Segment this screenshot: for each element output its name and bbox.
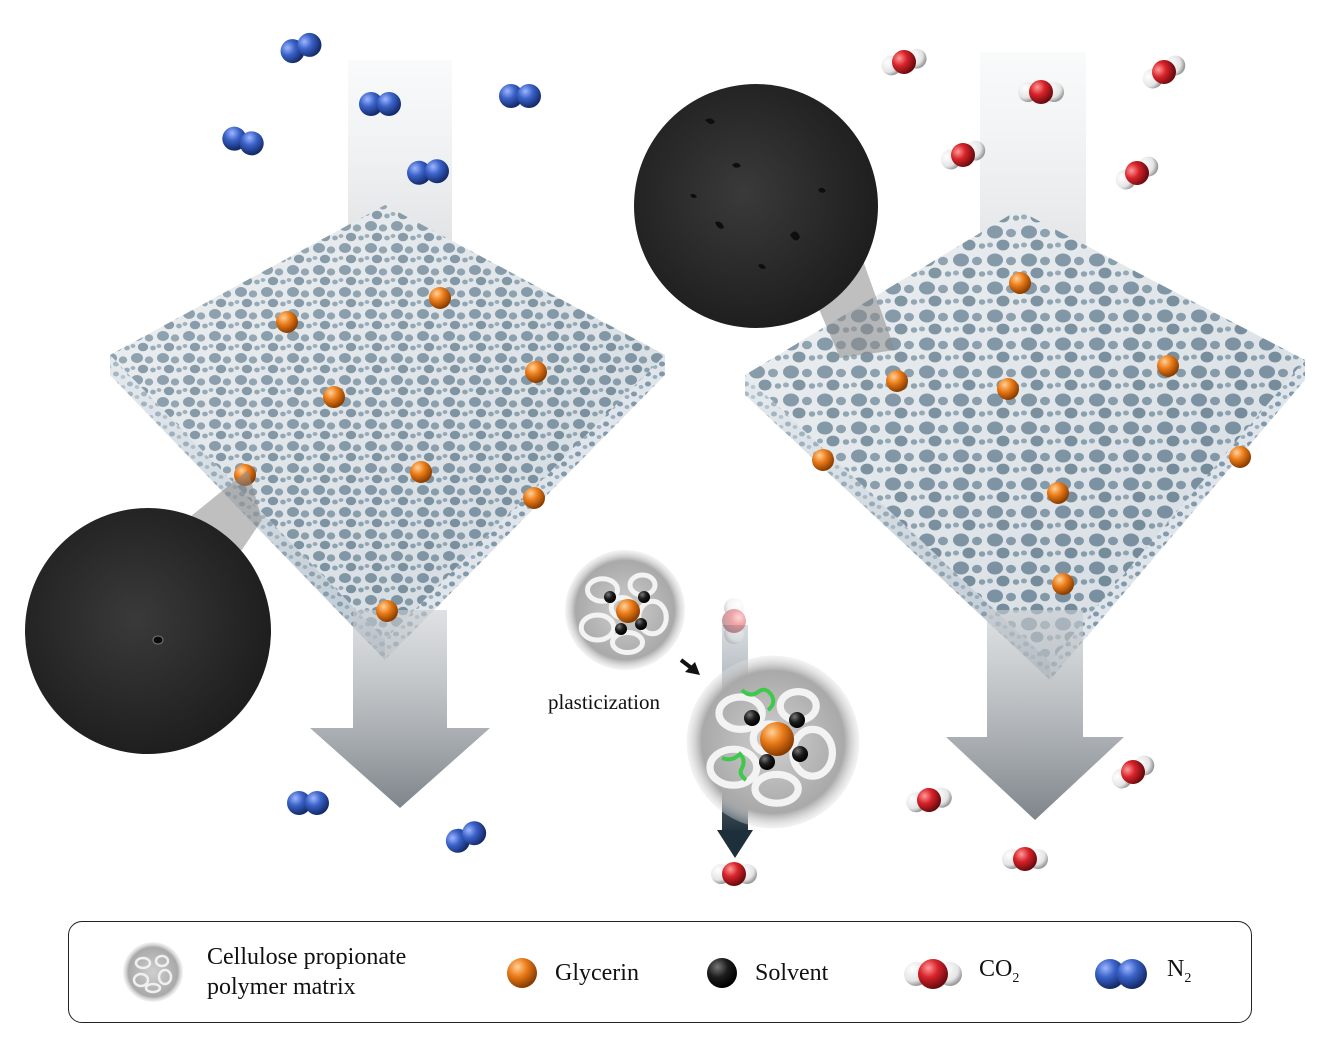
plasticization-detail [565, 550, 859, 886]
glycerin-solvent-complex-small [604, 591, 650, 635]
left-permeate-arrow [310, 610, 490, 808]
legend-item-matrix: Cellulose propionate polymer matrix [121, 940, 406, 1004]
right-membrane-panel [634, 44, 1305, 871]
legend-label-solvent: Solvent [755, 960, 829, 986]
legend-label-n2-main: N [1167, 956, 1185, 982]
co2-entering-faint [722, 598, 746, 644]
glycerin-solvent-complex-large [744, 710, 808, 770]
co2-exiting [711, 862, 757, 886]
left-sem-inset [25, 508, 271, 754]
left-sem-pore [152, 635, 164, 645]
right-permeate-arrow [946, 610, 1124, 820]
legend-label-co2-main: CO [979, 956, 1013, 982]
legend-label-glycerin: Glycerin [555, 960, 639, 986]
legend-label-co2: CO2 [979, 954, 1019, 994]
plasticizer-chain-upper [740, 687, 776, 712]
legend-label-matrix: Cellulose propionate polymer matrix [207, 942, 406, 1002]
left-membrane-panel [25, 29, 665, 857]
plasticization-label: plasticization [548, 690, 660, 714]
legend-item-glycerin: Glycerin [505, 956, 639, 990]
plasticizer-chain-lower [721, 751, 748, 782]
n2-molecule-icon [1095, 958, 1147, 989]
orange-sphere-icon [507, 958, 537, 988]
legend-item-co2: CO2 [901, 954, 1019, 994]
legend-label-matrix-line2: polymer matrix [207, 974, 356, 1000]
legend-item-n2: N2 [1089, 954, 1191, 994]
plasticization-arrow [679, 658, 700, 675]
legend-label-matrix-line1: Cellulose propionate [207, 944, 407, 970]
co2-passage-arrowhead [717, 830, 753, 858]
right-sem-defects [690, 118, 826, 269]
right-sem-inset [634, 84, 878, 328]
left-permeate-n2-molecules [287, 791, 491, 857]
legend-label-n2-sub: 2 [1184, 970, 1192, 986]
black-sphere-icon [707, 958, 737, 988]
porous-sphere-icon [123, 942, 183, 1002]
co2-molecule-icon [904, 958, 962, 989]
legend-box: Cellulose propionate polymer matrix Glyc… [68, 921, 1252, 1023]
legend-label-co2-sub: 2 [1012, 970, 1020, 986]
legend-item-solvent: Solvent [705, 956, 828, 990]
legend-label-n2: N2 [1167, 954, 1191, 994]
